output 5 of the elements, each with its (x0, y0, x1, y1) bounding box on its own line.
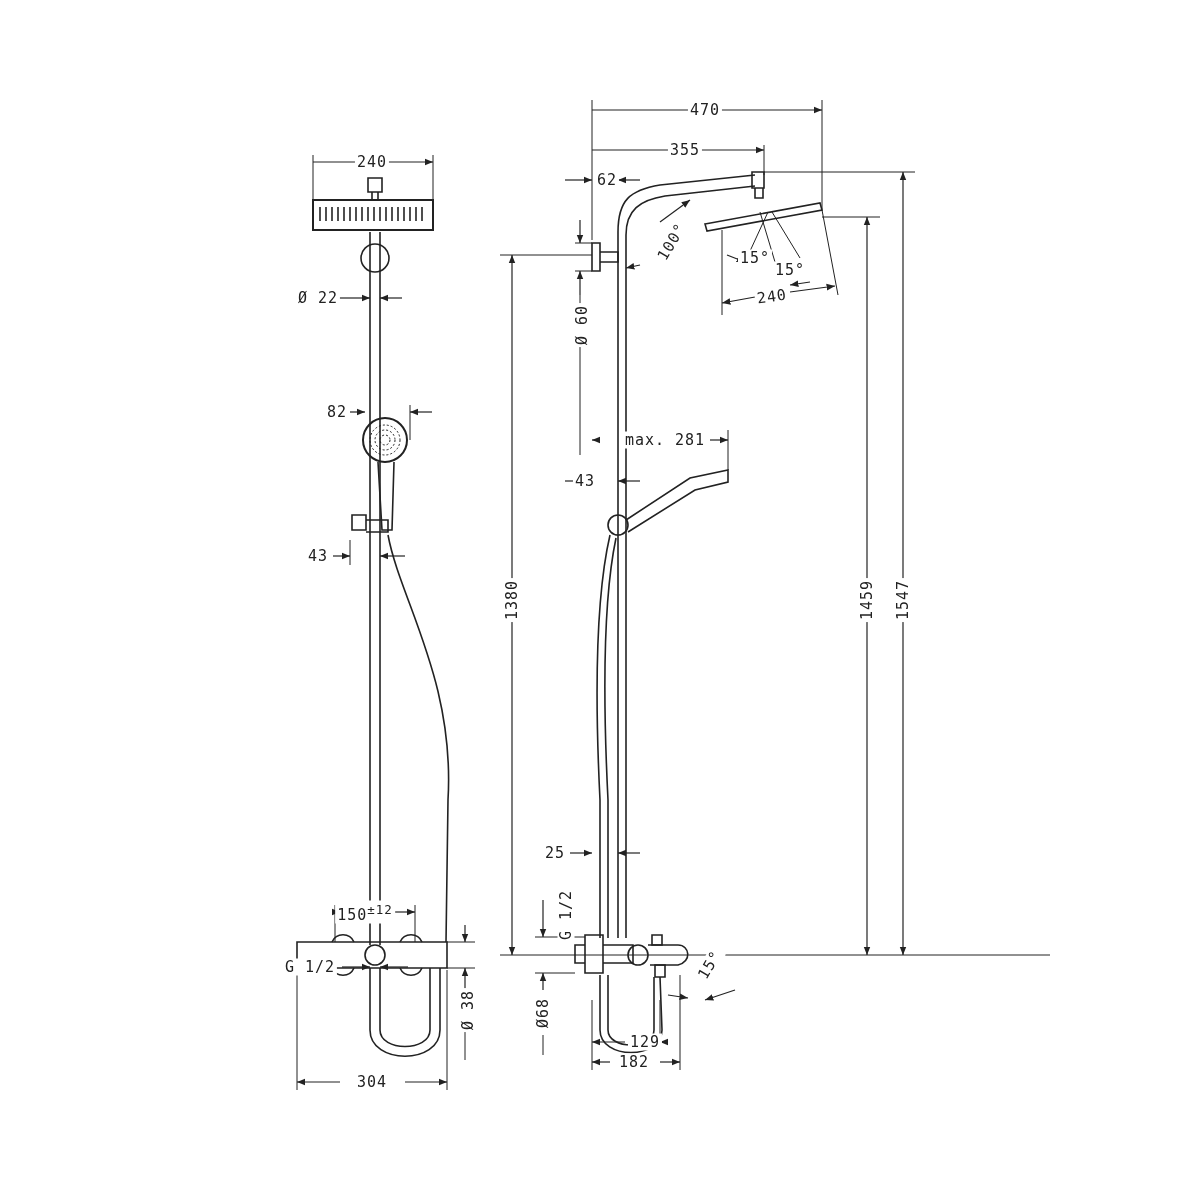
dimension-label: 129 (627, 1033, 663, 1051)
dimension-label: G 1/2 (282, 958, 338, 976)
dimension-label: Ø 38 (459, 987, 477, 1033)
dimension-label: Ø 22 (295, 289, 341, 307)
dimension-label: Ø 60 (573, 302, 591, 348)
